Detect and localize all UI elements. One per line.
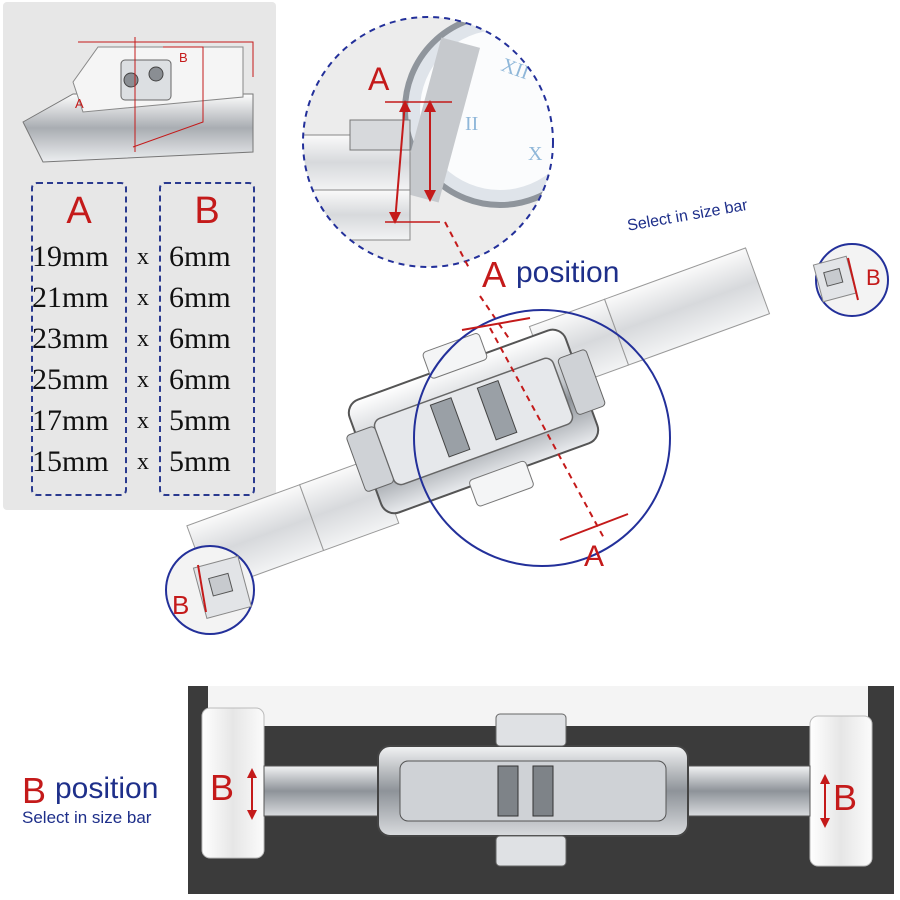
clasp-thumbnail: A B: [22, 37, 254, 163]
column-b-header: B: [194, 190, 220, 232]
thumb-label-a: A: [75, 96, 84, 111]
zoom-label-a: A: [368, 61, 390, 97]
size-b-value: 6mm: [169, 281, 231, 314]
size-b-value: 6mm: [169, 363, 231, 396]
size-separator: x: [137, 244, 149, 270]
size-b-value: 5mm: [169, 445, 231, 478]
b-position-letter: B: [22, 770, 47, 811]
bracelet-photo: B B: [188, 686, 894, 894]
end-label-b-left: B: [172, 590, 189, 620]
size-column-a: A: [31, 182, 127, 496]
size-a-value: 15mm: [32, 445, 109, 478]
size-a-value: 19mm: [32, 240, 109, 273]
a-position-letter: A: [482, 254, 507, 295]
size-separator: x: [137, 326, 149, 352]
clasp-label-a: A: [584, 540, 604, 573]
size-table-panel: A B A B 19mm x 6mm 21mm x 6mm 23mm x 6mm…: [3, 2, 276, 510]
watch-numeral: X: [528, 143, 543, 165]
size-b-value: 6mm: [169, 322, 231, 355]
size-separator: x: [137, 408, 149, 434]
b-position-word: position: [55, 772, 159, 805]
clasp-diagram: XII II X A: [165, 16, 889, 635]
photo-label-b-right: B: [833, 777, 857, 818]
size-separator: x: [137, 367, 149, 393]
end-zoom-right: B: [812, 243, 889, 317]
column-a-header: A: [66, 190, 92, 232]
watch-zoom-circle: XII II X A: [302, 16, 554, 268]
bracelet-photo-drawing: B B: [188, 686, 894, 894]
size-separator: x: [137, 449, 149, 475]
size-b-value: 6mm: [169, 240, 231, 273]
thumb-label-b: B: [179, 50, 188, 65]
size-a-value: 23mm: [32, 322, 109, 355]
a-position-word: position: [516, 256, 620, 289]
size-b-value: 5mm: [169, 404, 231, 437]
size-separator: x: [137, 285, 149, 311]
size-column-b: B: [159, 182, 255, 496]
size-a-value: 21mm: [32, 281, 109, 314]
end-zoom-left: B: [165, 545, 255, 635]
end-label-b-right: B: [866, 265, 881, 290]
b-position-subtitle: Select in size bar: [22, 808, 152, 827]
size-a-value: 25mm: [32, 363, 109, 396]
photo-label-b-left: B: [210, 767, 234, 808]
size-a-value: 17mm: [32, 404, 109, 437]
watch-numeral: II: [465, 113, 478, 135]
